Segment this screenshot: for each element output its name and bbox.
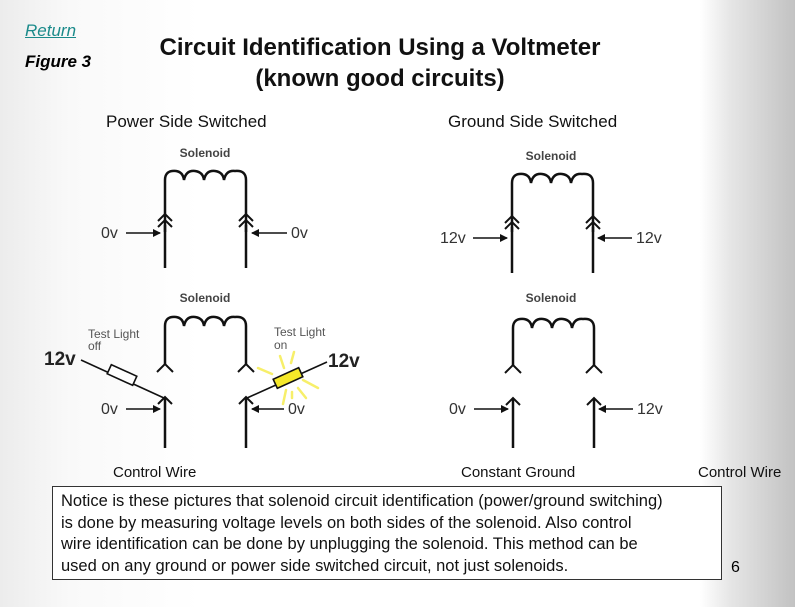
voltage-reading: 0v — [101, 401, 118, 418]
voltage-reading: 0v — [291, 225, 308, 242]
power-side-heading: Power Side Switched — [106, 112, 267, 131]
voltage-reading: 0v — [101, 225, 118, 242]
title-line-1: Circuit Identification Using a Voltmeter — [159, 34, 601, 61]
caption-constant-ground: Constant Ground — [461, 464, 576, 481]
source-voltage: 12v — [328, 351, 360, 372]
connector-icon — [238, 212, 254, 228]
diagram-power-unplugged: Solenoid Test Light off 12v 0v Test Ligh… — [44, 291, 360, 448]
solenoid-coil-icon — [511, 317, 596, 366]
ground-side-heading: Ground Side Switched — [448, 112, 618, 131]
page-title: Circuit Identification Using a Voltmeter… — [110, 32, 650, 94]
diagram-ground-connected: Solenoid 12v 12v — [440, 149, 662, 273]
solenoid-coil-icon — [163, 315, 248, 365]
solenoid-label: Solenoid — [180, 146, 231, 160]
solenoid-label: Solenoid — [526, 291, 577, 305]
test-light-state: on — [274, 338, 287, 352]
page-number: 6 — [731, 559, 740, 576]
notice-line: used on any ground or power side switche… — [61, 556, 569, 575]
caption-control-wire-left: Control Wire — [113, 464, 197, 481]
diagram-ground-unplugged: Solenoid 0v 12v — [449, 291, 663, 448]
solenoid-coil-icon — [510, 172, 595, 232]
connector-icon — [585, 214, 601, 230]
notice-line: wire identification can be done by unplu… — [61, 535, 638, 553]
test-light-off-icon — [106, 363, 138, 387]
connector-icon — [585, 363, 603, 374]
voltage-reading: 0v — [288, 401, 305, 418]
voltage-reading: 0v — [449, 401, 466, 418]
voltage-reading: 12v — [637, 401, 663, 418]
voltage-reading: 12v — [636, 230, 662, 247]
light-glow-icon — [256, 350, 320, 406]
notice-box: Notice is these pictures that solenoid c… — [52, 486, 722, 580]
test-light-on-icon — [272, 366, 304, 390]
solenoid-label: Solenoid — [526, 149, 577, 163]
source-voltage: 12v — [44, 349, 76, 370]
diagram-power-connected: Solenoid 0v 0v — [101, 146, 308, 268]
solenoid-coil-icon — [163, 169, 248, 232]
test-light-label: Test Light — [88, 327, 140, 341]
connector-icon — [504, 363, 522, 374]
title-line-2: (known good circuits) — [255, 65, 505, 92]
test-light-label: Test Light — [274, 325, 326, 339]
notice-line: is done by measuring voltage levels on b… — [61, 513, 632, 532]
caption-control-wire-right: Control Wire — [698, 464, 782, 481]
figure-label: Figure 3 — [25, 52, 92, 71]
solenoid-label: Solenoid — [180, 291, 231, 305]
connector-icon — [157, 212, 173, 228]
test-light-state: off — [88, 339, 102, 353]
connector-icon — [504, 214, 520, 230]
voltage-reading: 12v — [440, 230, 466, 247]
notice-line: Notice is these pictures that solenoid c… — [61, 492, 663, 510]
connector-icon — [156, 362, 174, 373]
return-link[interactable]: Return — [25, 21, 77, 40]
connector-icon — [237, 362, 255, 373]
